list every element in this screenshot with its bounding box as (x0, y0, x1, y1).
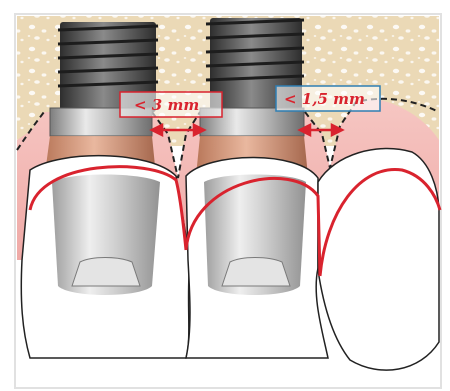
natural-tooth (318, 149, 439, 371)
abutment-left-inner (52, 175, 160, 296)
label-tooth-distance: < 1,5 mm (284, 90, 365, 108)
abutment-middle-inner (204, 175, 306, 296)
label-implant-distance: < 3 mm (134, 96, 199, 114)
